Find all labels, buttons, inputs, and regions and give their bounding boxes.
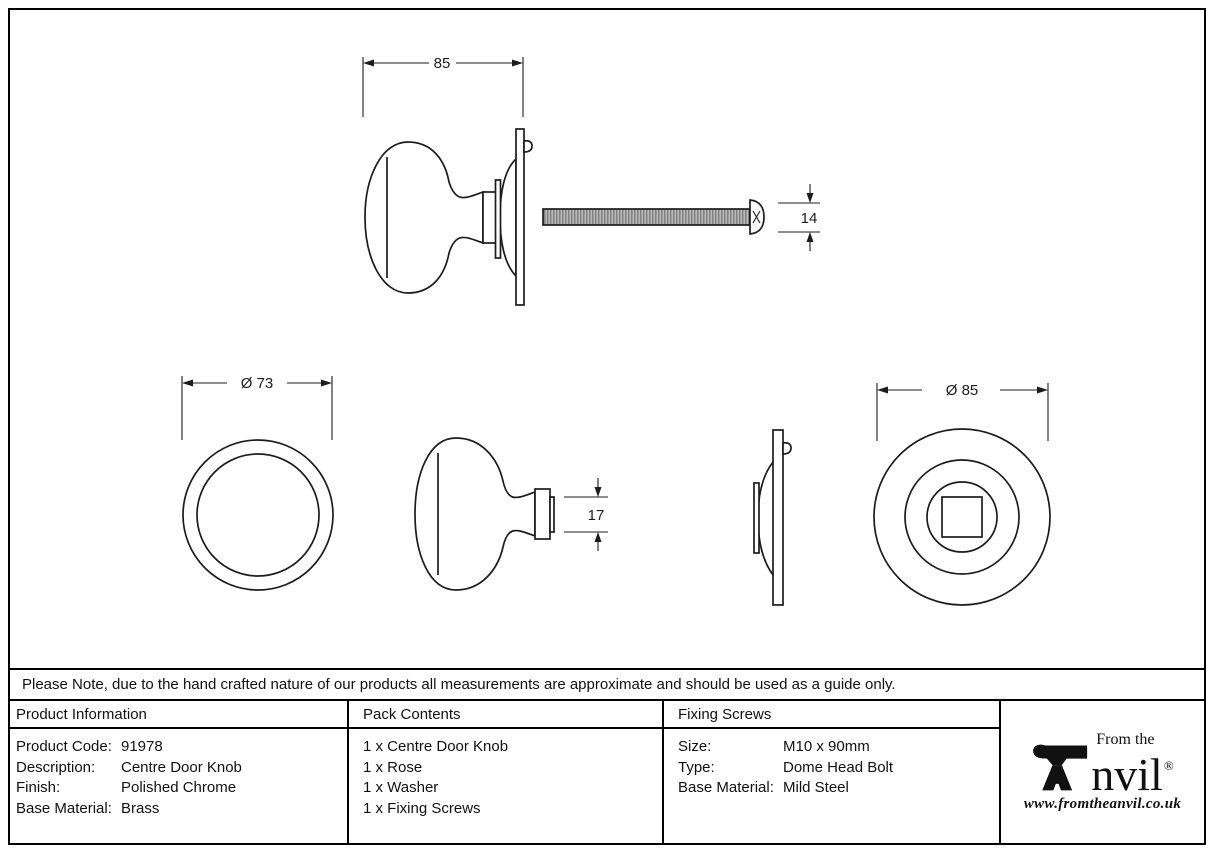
list-item: 1 x Washer	[363, 779, 439, 796]
logo-wordmark: nvil®	[1091, 748, 1174, 800]
arrowhead-up	[594, 532, 602, 542]
knob-profile	[414, 437, 536, 591]
arrowhead-left	[363, 59, 374, 67]
product-information-header: Product Information	[10, 701, 347, 729]
spec-sheet-page: 85 14 Ø 73	[8, 8, 1206, 845]
rose-plate-side	[515, 128, 525, 306]
row-value: Brass	[121, 799, 160, 817]
registered-mark: ®	[1163, 757, 1174, 773]
rose-dome-arc	[757, 461, 774, 576]
dimension-85	[362, 57, 524, 117]
dimension-85-rose	[876, 383, 1049, 441]
bolt-thread	[542, 208, 751, 226]
list-item: 1 x Fixing Screws	[363, 799, 481, 817]
row-value: Dome Head Bolt	[783, 758, 894, 776]
arrowhead-right	[1037, 386, 1048, 394]
product-information-column: Product Information Product Code: 91978 …	[10, 701, 349, 843]
washer-side	[494, 179, 502, 259]
fixing-screws-header: Fixing Screws	[664, 701, 999, 729]
anvil-icon	[1033, 744, 1088, 790]
arrowhead-down	[806, 193, 814, 203]
row-label: Type:	[678, 758, 715, 776]
row-label: Description:	[16, 758, 96, 776]
arrowhead-down	[594, 487, 602, 497]
technical-drawing: 85 14 Ø 73	[181, 55, 1051, 606]
table-row: Size: M10 x 90mm	[664, 737, 999, 758]
row-label: Product Code:	[16, 738, 112, 755]
dim-label-diameter-73: Ø 73	[241, 375, 274, 392]
dimension-14	[778, 184, 820, 251]
bolt-head-slot	[752, 210, 761, 224]
rose-dome-side	[499, 157, 517, 279]
table-row: Product Code: 91978	[10, 737, 347, 758]
rose-side-view	[753, 429, 792, 606]
rose-front-view	[873, 428, 1051, 606]
dim-label-85: 85	[434, 55, 451, 72]
dimension-73	[181, 376, 333, 440]
washer-side	[753, 482, 760, 554]
table-row: Finish: Polished Chrome	[10, 778, 347, 799]
knob-boss	[549, 496, 555, 533]
table-row: Description: Centre Door Knob	[10, 758, 347, 779]
knob-inner-circle	[196, 453, 320, 577]
row-value: Mild Steel	[783, 779, 849, 796]
fixing-screws-column: Fixing Screws Size: M10 x 90mm Type: Dom…	[664, 701, 1001, 843]
arrowhead-left	[182, 379, 193, 387]
dim-label-diameter-85: Ø 85	[946, 382, 979, 399]
rose-middle-circle	[904, 459, 1020, 575]
table-row: Type: Dome Head Bolt	[664, 758, 999, 779]
table-row: Base Material: Mild Steel	[664, 778, 999, 799]
knob-collar	[534, 488, 551, 540]
knob-outer-circle	[182, 439, 334, 591]
knob-assembly-side-view	[364, 128, 765, 306]
knob-front-view	[182, 439, 334, 591]
rose-outer-circle	[873, 428, 1051, 606]
arrowhead-right	[321, 379, 332, 387]
arrowhead-right	[512, 59, 523, 67]
spec-table: Product Information Product Code: 91978 …	[10, 701, 1204, 843]
pack-contents-column: Pack Contents 1 x Centre Door Knob 1 x R…	[349, 701, 664, 843]
list-item: 1 x Centre Door Knob	[363, 738, 509, 755]
row-value: Centre Door Knob	[121, 758, 242, 776]
table-row: Base Material: Brass	[10, 799, 347, 820]
knob-side-view	[414, 437, 555, 591]
pack-contents-header: Pack Contents	[349, 701, 662, 729]
row-value: 91978	[121, 738, 163, 755]
rose-fixing-lug	[782, 441, 792, 455]
arrowhead-up	[806, 232, 814, 242]
logo-tagline: From the	[1096, 730, 1155, 748]
row-label: Size:	[678, 738, 712, 755]
dimension-17	[564, 478, 608, 551]
list-item: 1 x Rose	[363, 758, 423, 776]
rose-plate-side	[772, 429, 784, 606]
logo-url: www.fromtheanvil.co.uk	[1023, 795, 1182, 812]
brand-logo: From the nvil® www.fromtheanvil.co.uk	[1001, 701, 1204, 843]
arrowhead-left	[877, 386, 888, 394]
rose-inner-circle	[926, 481, 998, 553]
row-value: M10 x 90mm	[783, 738, 870, 755]
dim-label-14: 14	[801, 210, 818, 227]
row-value: Polished Chrome	[121, 779, 237, 796]
row-label: Base Material:	[678, 779, 774, 796]
square-spindle-hole	[941, 496, 983, 538]
row-label: Base Material:	[16, 799, 112, 817]
knob-profile	[364, 141, 484, 294]
measurement-note: Please Note, due to the hand crafted nat…	[10, 668, 1204, 701]
rose-fixing-lug	[523, 139, 533, 153]
row-label: Finish:	[16, 779, 61, 796]
dim-label-17: 17	[588, 507, 605, 524]
